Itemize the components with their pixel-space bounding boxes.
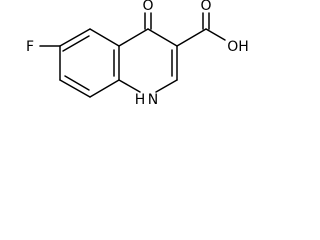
bond (118, 28, 149, 47)
bond (59, 79, 91, 98)
acid-oxygen-label: O (200, 0, 211, 14)
bond (62, 35, 90, 52)
ketone-double-bond (144, 12, 152, 30)
bond (155, 79, 178, 93)
fluorine-label: F (26, 39, 34, 55)
chemical-structure-diagram: F O O OH H N (26, 0, 249, 108)
nitrogen-h-label: H (135, 92, 146, 108)
bond (64, 75, 90, 91)
benzene-ring (59, 28, 120, 98)
hydroxyl-label: OH (227, 39, 249, 55)
ketone-oxygen-label: O (142, 0, 153, 14)
bond (147, 28, 178, 47)
carboxylic-acid-group (176, 12, 226, 47)
bond (205, 28, 226, 41)
bond (89, 79, 120, 98)
bond (89, 28, 120, 47)
nitrogen-label: N (148, 92, 158, 108)
bond (59, 28, 91, 47)
bond (176, 28, 207, 47)
pyridinone-ring (118, 28, 178, 93)
bond (118, 79, 141, 93)
